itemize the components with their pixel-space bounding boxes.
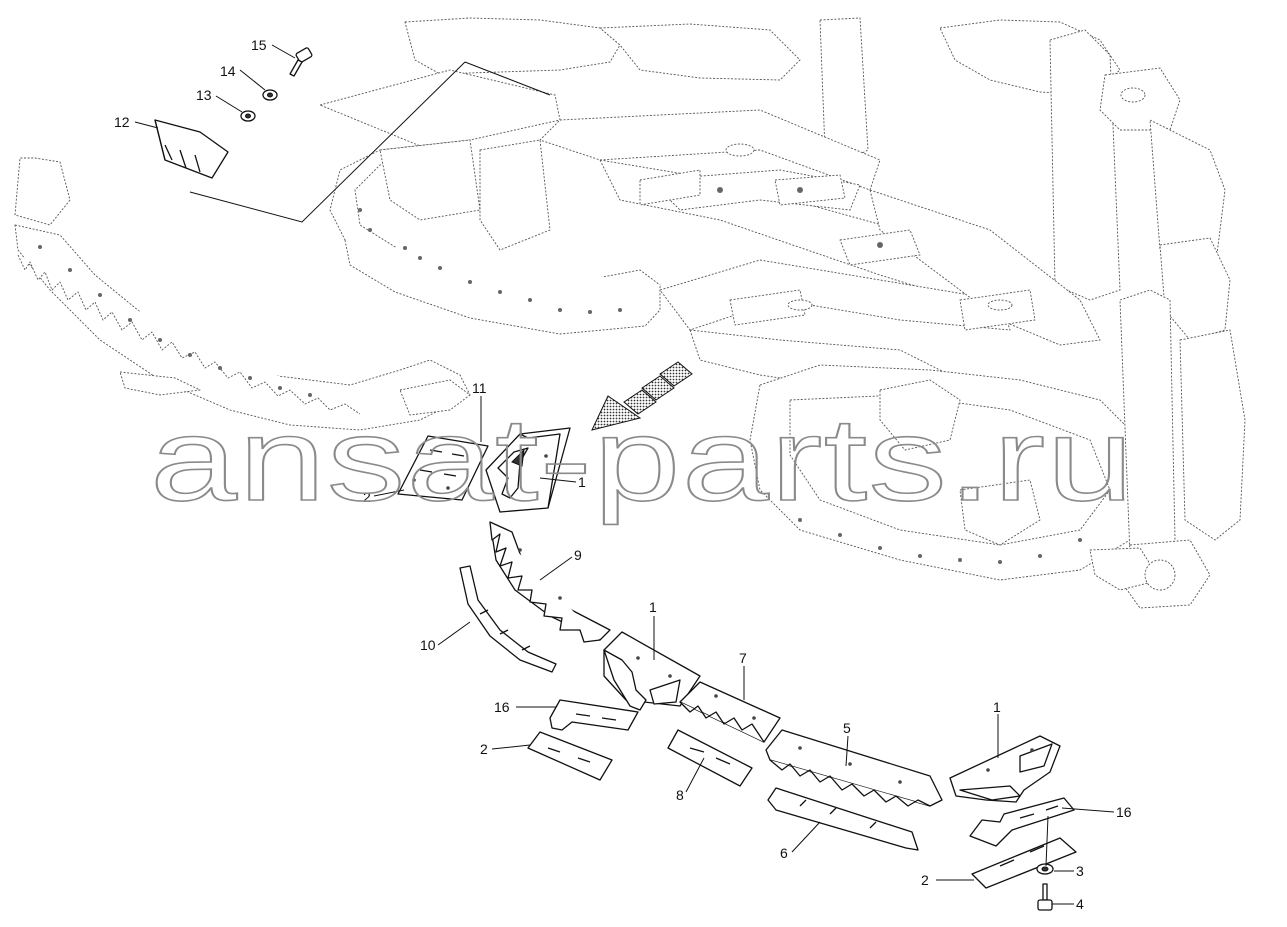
part-12-slotted-plate [154,119,229,179]
callout-labels: 15 14 13 12 11 2 1 9 10 1 7 16 2 5 1 8 6… [114,37,1132,912]
callout-4: 4 [1076,896,1084,912]
callout-1c: 1 [993,699,1001,715]
callout-1a: 1 [578,474,586,490]
part-2-left-shim [527,731,613,781]
callout-10: 10 [420,637,436,653]
part-6-strip [767,787,919,851]
detail-leader-lines [189,61,551,223]
callout-1b: 1 [649,599,657,615]
part-16-right-plate [969,797,1075,847]
callout-2b: 2 [480,741,488,757]
callout-8: 8 [676,787,684,803]
part-1-right-wear-bar [949,735,1061,803]
callout-5: 5 [843,720,851,736]
part-5-tooth-bar [765,729,943,807]
callout-2a: 2 [363,489,371,505]
callout-15: 15 [251,37,267,53]
part-4-bolt [1037,883,1053,911]
callout-11: 11 [472,380,487,396]
part-7-tooth-bar [679,681,781,743]
part-1-upper-wear-bar [485,427,571,513]
callout-14: 14 [220,63,236,79]
part-3-washer [1036,863,1054,875]
callout-16b: 16 [1116,804,1132,820]
part-10-curved-strip [459,565,557,673]
callout-2c: 2 [921,872,929,888]
watermark-text: ansat-parts.ru [150,394,1135,526]
concave-section [14,157,471,431]
callout-9: 9 [574,547,582,563]
callout-6: 6 [780,845,788,861]
machine-frame [319,17,1246,609]
callout-13: 13 [196,87,212,103]
part-13-washer [240,110,256,122]
part-16-left-plate [549,699,639,731]
callout-3: 3 [1076,863,1084,879]
part-15-bolt [289,47,313,77]
part-14-washer [262,89,278,101]
flow-direction-arrow [591,361,693,431]
part-9-tooth-bar [489,521,611,643]
callout-7: 7 [739,650,747,666]
part-2-right-shim [971,837,1077,889]
callout-leaders [134,44,1115,905]
callout-12: 12 [114,114,130,130]
part-11-slotted-plate [397,435,489,501]
part-8-plate [667,729,753,787]
callout-16a: 16 [494,699,510,715]
part-1-middle-wear-bar [603,631,701,711]
